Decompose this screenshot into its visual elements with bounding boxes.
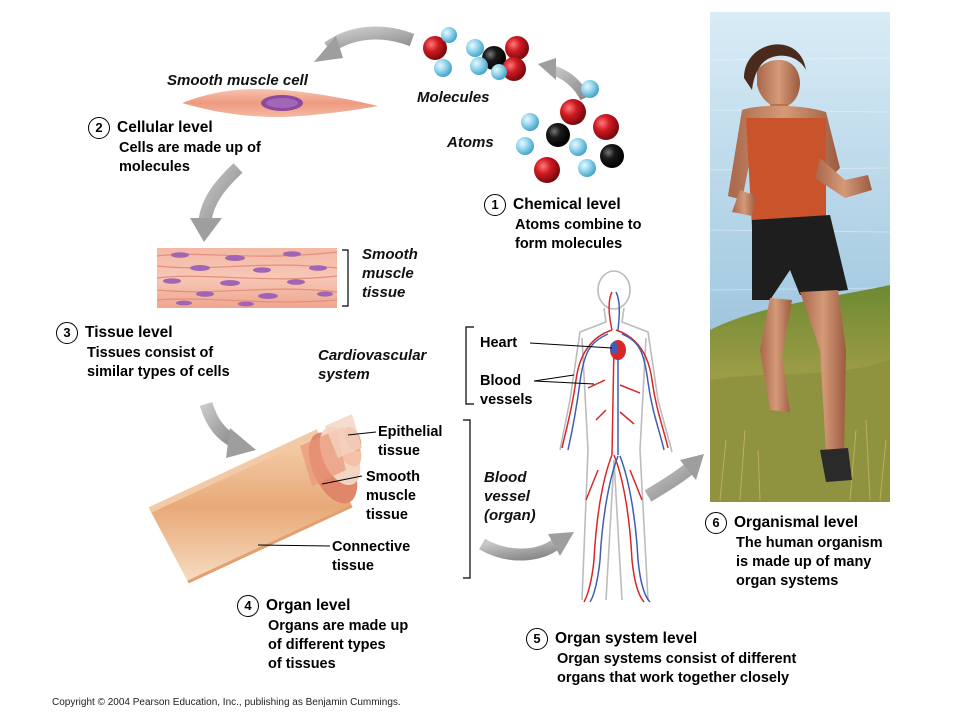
smooth-muscle-tissue-label: Smooth muscle tissue bbox=[362, 246, 418, 301]
heart-label: Heart bbox=[480, 335, 518, 351]
level-number-badge: 5 bbox=[526, 628, 548, 650]
level-number-badge: 1 bbox=[484, 194, 506, 216]
level-description: Tissues consist of similar types of cell… bbox=[87, 345, 230, 380]
arrow-molecules-to-cell bbox=[314, 26, 415, 62]
smooth-muscle-cell-illustration bbox=[182, 89, 378, 117]
level-number-badge: 2 bbox=[88, 117, 110, 139]
level-tissue: 3 Tissue level Tissues consist of similar… bbox=[56, 322, 230, 382]
organ-smooth-muscle-label: Smooth muscle tissue bbox=[366, 469, 420, 523]
atoms-label: Atoms bbox=[447, 134, 494, 151]
arrow-organ-to-system bbox=[479, 532, 574, 561]
molecules-label: Molecules bbox=[417, 89, 490, 106]
level-description: Cells are made up of molecules bbox=[119, 140, 261, 175]
atoms-illustration bbox=[516, 80, 624, 183]
arrow-tissue-to-organ bbox=[199, 401, 256, 458]
blood-vessel-organ-label: Blood vessel (organ) bbox=[484, 469, 536, 524]
arrow-atoms-to-molecules bbox=[538, 58, 590, 101]
level-organ: 4 Organ level Organs are made up of diffe… bbox=[237, 595, 408, 674]
level-title: Organ system level bbox=[555, 630, 698, 648]
runner-photo bbox=[710, 12, 890, 502]
level-title: Organismal level bbox=[734, 514, 859, 532]
level-title: Cellular level bbox=[117, 119, 213, 137]
level-chemical: 1 Chemical level Atoms combine to form mo… bbox=[484, 194, 641, 254]
cardiovascular-system-label: Cardiovascular system bbox=[318, 347, 427, 383]
level-title: Tissue level bbox=[85, 324, 173, 342]
tissue-bracket bbox=[342, 249, 349, 307]
level-description: Organ systems consist of different organ… bbox=[557, 651, 797, 686]
level-description: The human organism is made up of many or… bbox=[736, 535, 883, 589]
level-cellular: 2 Cellular level Cells are made up of mol… bbox=[88, 117, 261, 177]
level-number-badge: 6 bbox=[705, 512, 727, 534]
smooth-muscle-cell-label: Smooth muscle cell bbox=[167, 72, 308, 89]
cardio-leader-lines bbox=[529, 342, 613, 385]
level-title: Organ level bbox=[266, 597, 351, 615]
copyright-notice: Copyright © 2004 Pearson Education, Inc.… bbox=[52, 697, 401, 708]
cardiovascular-figure bbox=[559, 270, 673, 603]
arrow-system-to-organism bbox=[644, 454, 704, 502]
connective-tissue-label: Connective tissue bbox=[332, 539, 411, 574]
level-number-badge: 4 bbox=[237, 595, 259, 617]
level-organ-system: 5 Organ system level Organ systems consis… bbox=[526, 628, 796, 688]
level-description: Organs are made up of different types of… bbox=[268, 618, 409, 672]
level-description: Atoms combine to form molecules bbox=[515, 217, 642, 252]
epithelial-tissue-label: Epithelial tissue bbox=[378, 424, 443, 459]
level-number-badge: 3 bbox=[56, 322, 78, 344]
molecules-illustration bbox=[423, 27, 529, 81]
cardio-bracket bbox=[465, 326, 474, 405]
smooth-muscle-tissue-illustration bbox=[156, 248, 338, 308]
level-title: Chemical level bbox=[513, 196, 621, 214]
blood-vessel-illustration bbox=[148, 414, 362, 584]
blood-vessels-label: Blood vessels bbox=[480, 373, 533, 408]
organ-bracket bbox=[463, 419, 471, 579]
arrow-cell-to-tissue bbox=[190, 163, 243, 242]
organ-leader-lines bbox=[257, 431, 377, 547]
level-organismal: 6 Organismal level The human organism is … bbox=[705, 512, 883, 591]
